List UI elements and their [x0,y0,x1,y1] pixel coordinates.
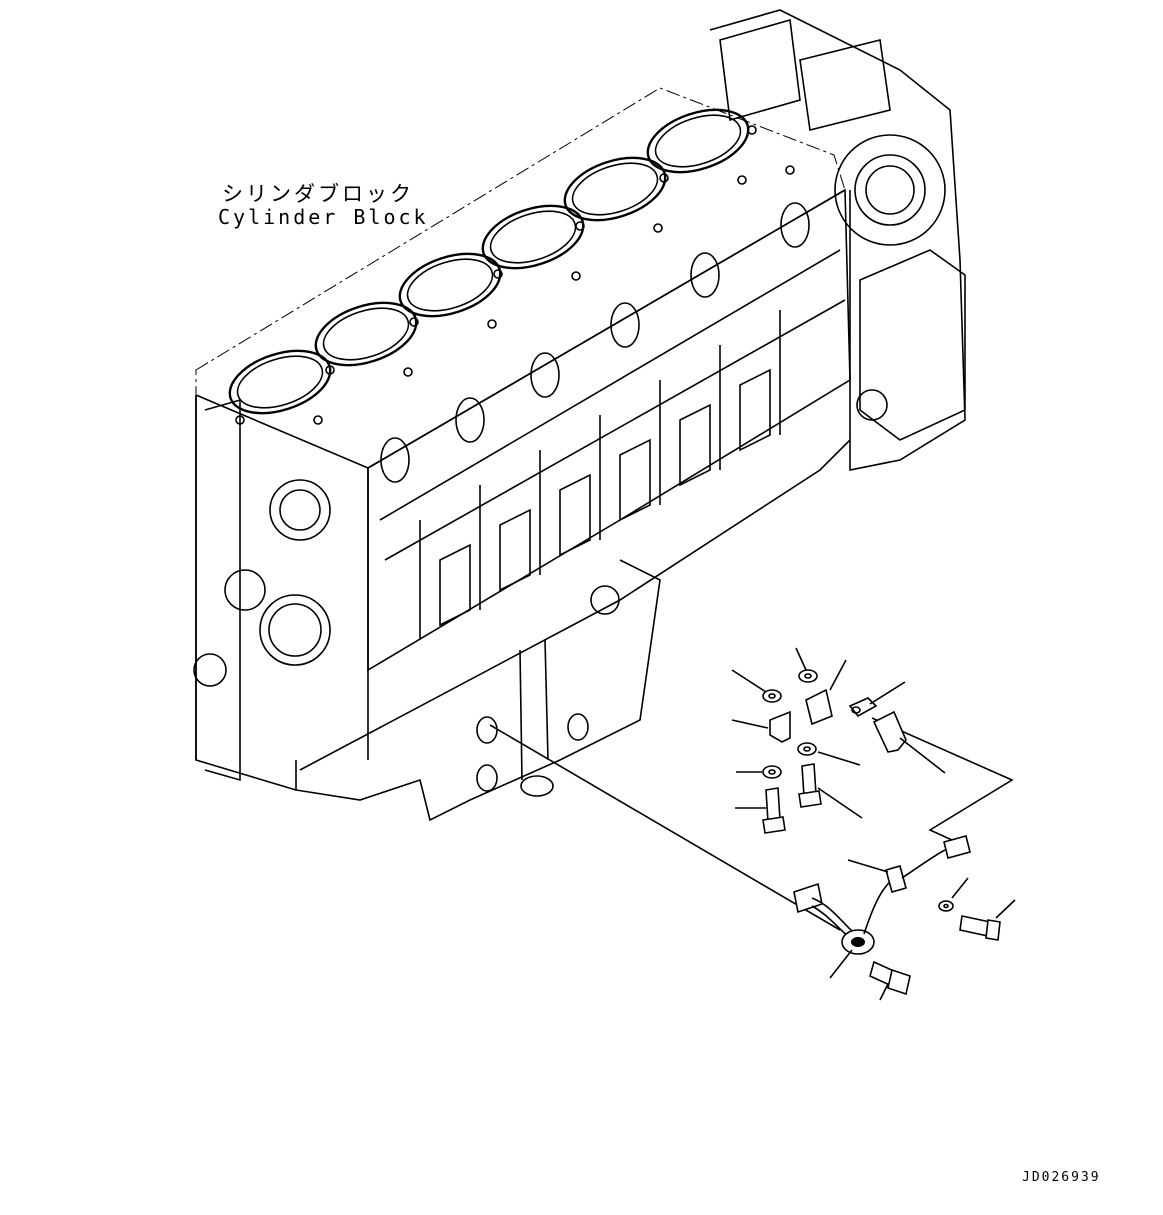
block-lower [296,440,850,820]
callout-leaders [732,648,1015,1000]
clamp-icon [850,698,876,716]
front-gear-housing [194,395,330,790]
bracket-icon [770,690,832,742]
leader-lines [490,718,1012,930]
cylinder-bores [222,98,756,424]
part-label-japanese: シリンダブロック [222,182,414,206]
deck-holes [236,126,794,424]
bolt-icon [763,712,1000,994]
washer-icon [763,670,953,911]
block-side [368,190,850,670]
exploded-parts [732,648,1015,1000]
drawing-code: JD026939 [1022,1170,1101,1185]
rear-flywheel-housing [591,10,965,614]
sensor-harness [794,836,970,954]
part-label-english: Cylinder Block [218,205,429,229]
